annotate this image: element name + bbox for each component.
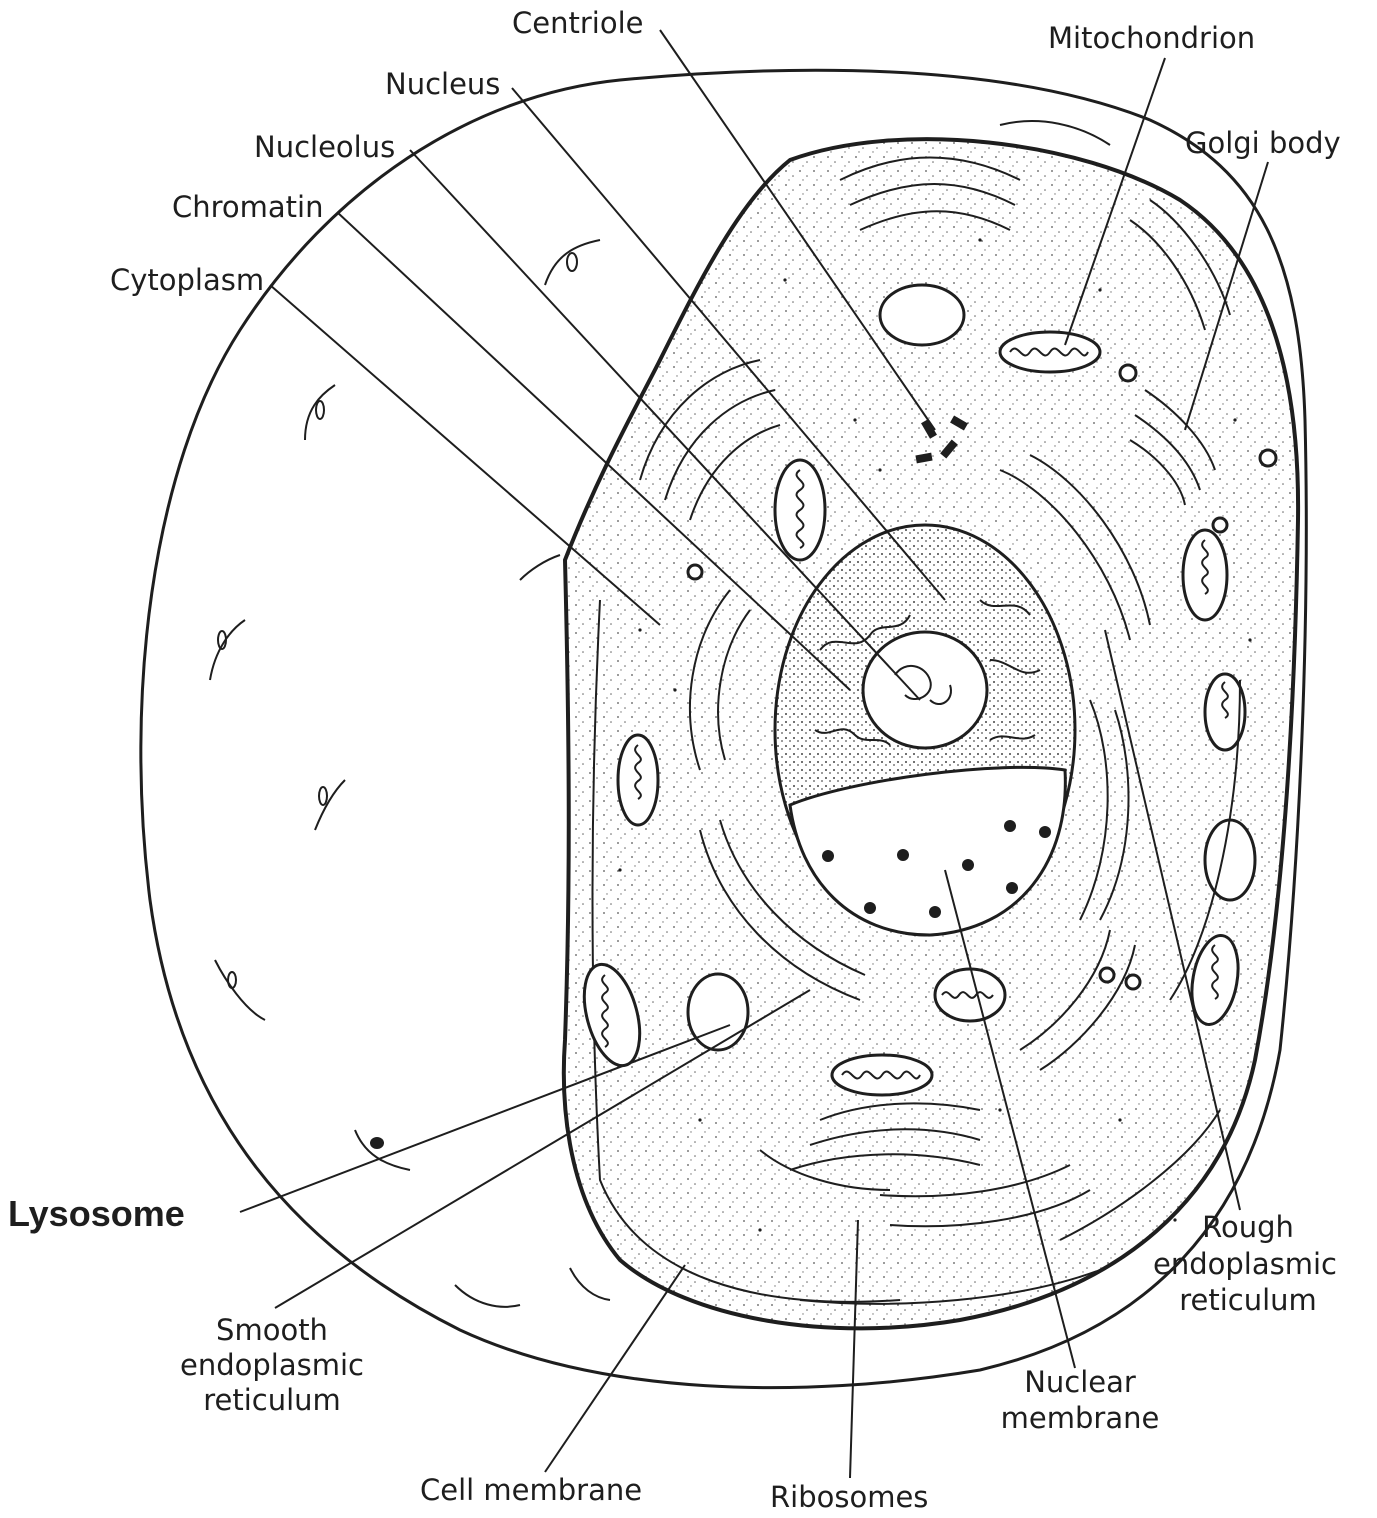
leader-cell-membrane	[545, 1265, 685, 1472]
label-nuclear-membrane-line1: Nuclear	[1024, 1365, 1136, 1399]
label-mitochondrion: Mitochondrion	[1048, 21, 1255, 55]
label-rough-er-line3: reticulum	[1179, 1283, 1317, 1317]
label-nucleus: Nucleus	[385, 67, 500, 101]
label-rough-er-line2: endoplasmic	[1153, 1247, 1337, 1281]
label-golgi-body: Golgi body	[1185, 126, 1341, 160]
label-centriole: Centriole	[512, 6, 643, 40]
label-ribosomes: Ribosomes	[770, 1480, 928, 1514]
label-lysosome: Lysosome	[8, 1193, 185, 1234]
label-cell-membrane: Cell membrane	[420, 1473, 642, 1507]
label-nuclear-membrane-line2: membrane	[1001, 1401, 1160, 1435]
label-nucleolus: Nucleolus	[254, 130, 395, 164]
label-smooth-er-line1: Smooth	[216, 1313, 328, 1347]
leader-cytoplasm	[270, 285, 660, 625]
label-smooth-er-line2: endoplasmic	[180, 1348, 364, 1382]
label-cytoplasm: Cytoplasm	[110, 263, 264, 297]
label-rough-er-line1: Rough	[1202, 1210, 1294, 1244]
nucleolus	[863, 632, 987, 748]
label-smooth-er-line3: reticulum	[203, 1383, 341, 1417]
label-chromatin: Chromatin	[172, 190, 324, 224]
